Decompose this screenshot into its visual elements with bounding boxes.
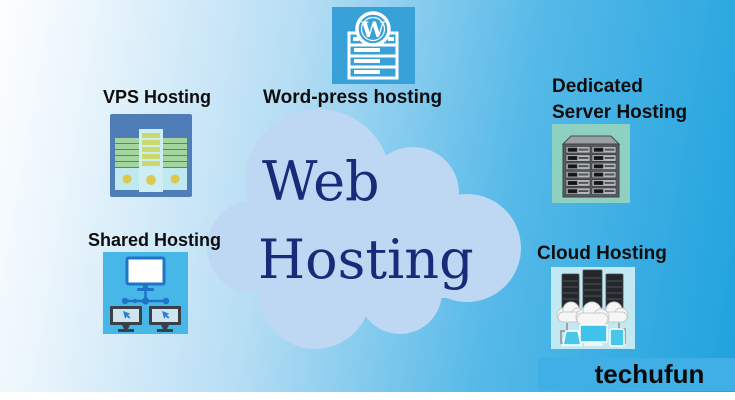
shared-network-computers-icon xyxy=(103,252,188,334)
cloud-hosting-label: Cloud Hosting xyxy=(537,243,667,264)
shared-hosting-label: Shared Hosting xyxy=(88,230,222,250)
wordpress-server-icon: W xyxy=(332,7,415,84)
wordpress-hosting-label: Word-press hosting xyxy=(263,87,443,108)
brand-banner: techufun xyxy=(538,358,735,391)
dedicated-server-rack-icon xyxy=(552,124,630,203)
web-hosting-cloud-shape xyxy=(207,109,521,349)
title-web: Web xyxy=(262,150,380,213)
vps-hosting-label: VPS Hosting xyxy=(103,87,212,107)
wordpress-w-logo: W xyxy=(360,17,385,42)
dedicated-server-hosting-label: Dedicated Server Hosting xyxy=(552,74,687,126)
title-hosting: Hosting xyxy=(258,228,474,291)
dedicated-label-line2: Server Hosting xyxy=(552,102,688,123)
cloud-servers-devices-icon xyxy=(551,267,635,349)
bottom-white-strip xyxy=(0,392,735,400)
brand-watermark: techufun xyxy=(594,359,705,389)
dedicated-label-line1: Dedicated xyxy=(552,76,643,97)
vps-server-towers-icon xyxy=(110,114,192,197)
